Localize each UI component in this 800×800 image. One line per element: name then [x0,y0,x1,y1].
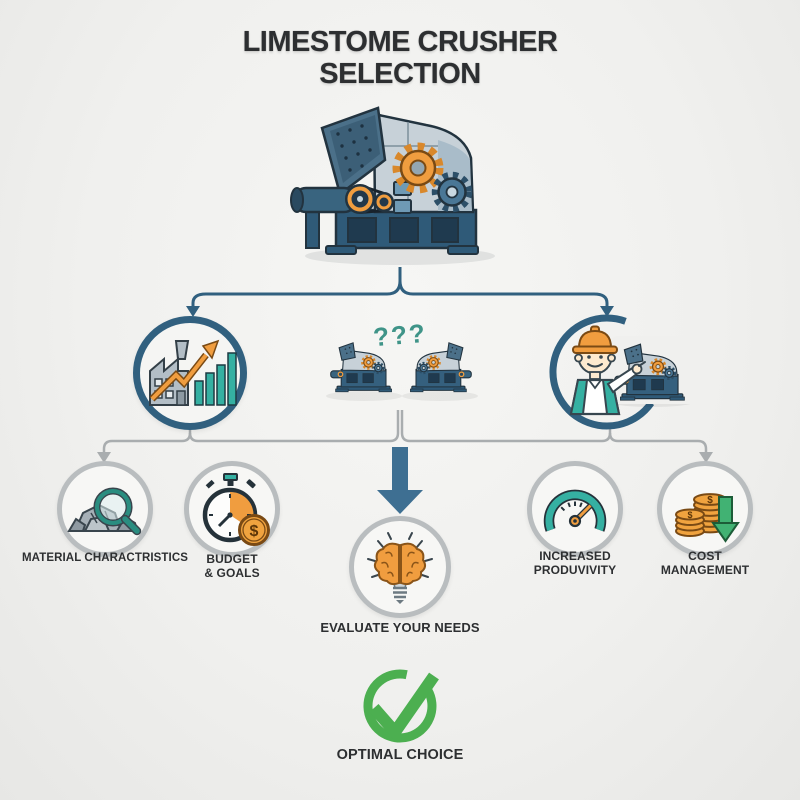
productivity-label-line-1: INCREASED [539,549,611,563]
budget-label-line-1: BUDGET [206,552,258,566]
brain-bulb-icon [367,532,433,604]
node-budget-circle: $ [184,461,280,557]
crusher-option-right [408,341,474,394]
budget-label-line-2: & GOALS [204,566,260,581]
big-down-arrow-icon [377,447,423,514]
cost-label-line-2: MANAGEMENT [660,563,750,578]
coin-dollar-symbol: $ [707,495,713,506]
arrowhead-cost [699,452,713,463]
node-analysis-circle [133,316,247,430]
rock-magnifier-icon [67,487,142,536]
page-title: LIMESTOME CRUSHER SELECTION [0,28,800,89]
crusher-machine-illustration [290,106,495,265]
cost-label-line-1: COST [688,549,722,563]
budget-label: BUDGET & GOALS [182,552,282,581]
evaluate-label: EVALUATE YOUR NEEDS [320,620,480,635]
arrowhead-material [97,452,111,463]
front-coin-dollar-symbol: $ [687,510,692,520]
title-line-2: SELECTION [319,58,481,90]
stopwatch-dollar-icon: $ [202,473,270,546]
productivity-label: INCREASED PRODUVIVITY [515,549,635,578]
arrowhead-right [600,306,614,317]
node-material-circle [57,461,153,557]
worker-icon [569,325,646,416]
productivity-label-line-2: PRODUVIVITY [533,563,617,578]
checkmark-icon [363,669,439,743]
node-operator-circle [549,314,655,430]
title-line-1: LIMESTOME CRUSHER [242,26,558,58]
gauge-icon [543,489,607,532]
node-productivity-circle [527,461,623,557]
orange-gear-icon [392,142,444,194]
factory-chart-icon [149,339,237,406]
material-label: MATERIAL CHARACTRISTICS [21,552,189,564]
crusher-option-left [328,341,394,394]
blue-gear-icon [431,171,473,213]
dollar-symbol: $ [250,523,259,540]
cost-label: COST MANAGEMENT [645,549,765,578]
node-evaluate-circle [349,516,451,618]
node-cost-circle: $ $ [657,461,753,557]
optimal-label: OPTIMAL CHOICE [336,747,464,763]
coin-stack-icon: $ $ [675,493,740,543]
arrowhead-left [186,306,200,317]
